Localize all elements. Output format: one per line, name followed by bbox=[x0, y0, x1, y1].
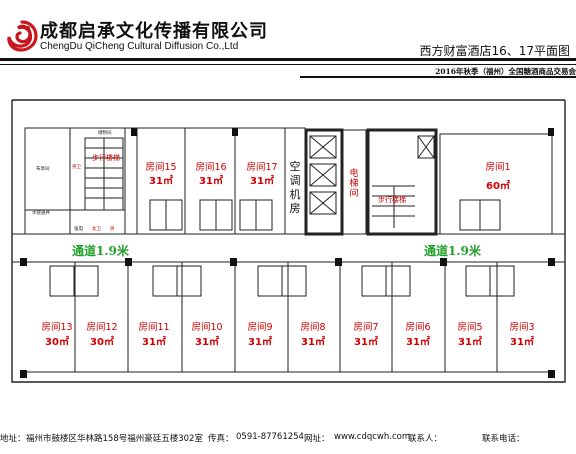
rooms_bottom-room-name-7: 房间6 bbox=[405, 321, 430, 333]
fax-value: 0591-87761254 bbox=[236, 432, 304, 442]
rooms_bottom-room-name-9: 房间3 bbox=[509, 321, 534, 333]
rooms_top-room-name-2: 房间17 bbox=[246, 161, 277, 173]
rooms_bottom-room-name-2: 房间11 bbox=[138, 321, 169, 333]
stairs-right-label: 步行楼梯 bbox=[378, 195, 406, 204]
rooms_top-room-area-3: 60㎡ bbox=[486, 179, 510, 192]
rooms_bottom-room-name-5: 房间8 bbox=[300, 321, 325, 333]
rooms_bottom-room-area-2: 31㎡ bbox=[142, 335, 166, 348]
company-name-cn: 成都启承文化传播有限公司 bbox=[40, 21, 268, 42]
rooms_bottom-room-area-8: 31㎡ bbox=[458, 335, 482, 348]
rooms_bottom-room-area-4: 31㎡ bbox=[248, 335, 272, 348]
label-women-wc: 女卫 bbox=[92, 225, 101, 232]
stairs-left-label: 步行楼梯 bbox=[92, 153, 120, 162]
corridor-left-label: 通道1.9米 bbox=[72, 243, 130, 258]
elevator-label-group: 电 梯 间 bbox=[349, 167, 358, 199]
elevator-label-3: 间 bbox=[349, 187, 358, 199]
label-utility: 强电 bbox=[74, 225, 83, 232]
ac-room-label-2: 调 bbox=[290, 174, 301, 187]
address-label: 地址： bbox=[0, 434, 26, 444]
rooms_bottom-room-area-5: 31㎡ bbox=[301, 335, 325, 348]
rooms_top-room-name-0: 房间15 bbox=[145, 161, 176, 173]
rooms_bottom-room-area-0: 30㎡ bbox=[45, 335, 69, 348]
rooms_bottom-room-area-9: 31㎡ bbox=[510, 335, 534, 348]
ac-room-label-4: 房 bbox=[290, 202, 301, 215]
corridor-right-label: 通道1.9米 bbox=[424, 243, 482, 258]
rooms_bottom-room-area-3: 31㎡ bbox=[195, 335, 219, 348]
rooms_top-room-area-2: 31㎡ bbox=[250, 174, 274, 187]
elevator-label-1: 电 bbox=[349, 167, 358, 179]
rooms_top-room-name-3: 房间1 bbox=[485, 161, 510, 173]
rooms_top-room-name-1: 房间16 bbox=[195, 161, 226, 173]
web-value: www.cdqcwh.com bbox=[334, 432, 411, 442]
event-subtitle: 2016年秋季（福州）全国糖酒商品交易会 bbox=[435, 67, 576, 76]
elevator-label-2: 梯 bbox=[349, 177, 358, 189]
footer-contact-bar: 地址： 福州市鼓楼区华林路158号福州豪廷五楼302室 传真： 0591-877… bbox=[0, 432, 576, 454]
header-rule bbox=[0, 58, 576, 61]
rooms_bottom-room-name-4: 房间9 bbox=[247, 321, 272, 333]
ac-room-label-group: 空 调 机 房 bbox=[290, 159, 301, 215]
plan-title: 西方财富酒店16、17平面图 bbox=[419, 44, 570, 58]
floor-plan: 储物间 布草间 男卫 水管通井 女卫 男 强电 步行楼梯 步行楼梯 电 梯 间 … bbox=[11, 99, 566, 383]
rooms_bottom-room-name-0: 房间13 bbox=[41, 321, 72, 333]
subtitle-rule bbox=[300, 76, 576, 78]
ac-room-label-3: 机 bbox=[290, 187, 301, 201]
phone-label: 联系电话： bbox=[482, 434, 525, 444]
label-men-wc2: 男 bbox=[110, 226, 115, 232]
rooms_bottom-room-area-6: 31㎡ bbox=[354, 335, 378, 348]
header-rule-thin bbox=[0, 64, 576, 65]
ac-room-label-1: 空 bbox=[290, 159, 301, 173]
web-label: 网址： bbox=[304, 434, 330, 444]
rooms_bottom-room-area-1: 30㎡ bbox=[90, 335, 114, 348]
label-storage: 储物间 bbox=[98, 129, 112, 136]
label-men-wc: 男卫 bbox=[72, 164, 81, 170]
rooms_bottom-room-name-8: 房间5 bbox=[457, 321, 482, 333]
rooms_bottom-room-name-6: 房间7 bbox=[353, 321, 378, 333]
rooms_bottom-room-area-7: 31㎡ bbox=[406, 335, 430, 348]
label-water-well: 水管通井 bbox=[32, 209, 50, 216]
label-cleaning: 布草间 bbox=[36, 165, 50, 172]
rooms_top-room-area-0: 31㎡ bbox=[149, 174, 173, 187]
address-value: 福州市鼓楼区华林路158号福州豪廷五楼302室 bbox=[26, 434, 203, 444]
company-name-en: ChengDu QiCheng Cultural Diffusion Co.,L… bbox=[40, 41, 239, 52]
company-logo-icon bbox=[7, 20, 38, 52]
rooms_bottom-room-name-1: 房间12 bbox=[86, 321, 117, 333]
fax-label: 传真： bbox=[208, 434, 234, 444]
rooms_bottom-room-name-3: 房间10 bbox=[191, 321, 222, 333]
contact-label: 联系人： bbox=[408, 434, 443, 444]
rooms_top-room-area-1: 31㎡ bbox=[199, 174, 223, 187]
